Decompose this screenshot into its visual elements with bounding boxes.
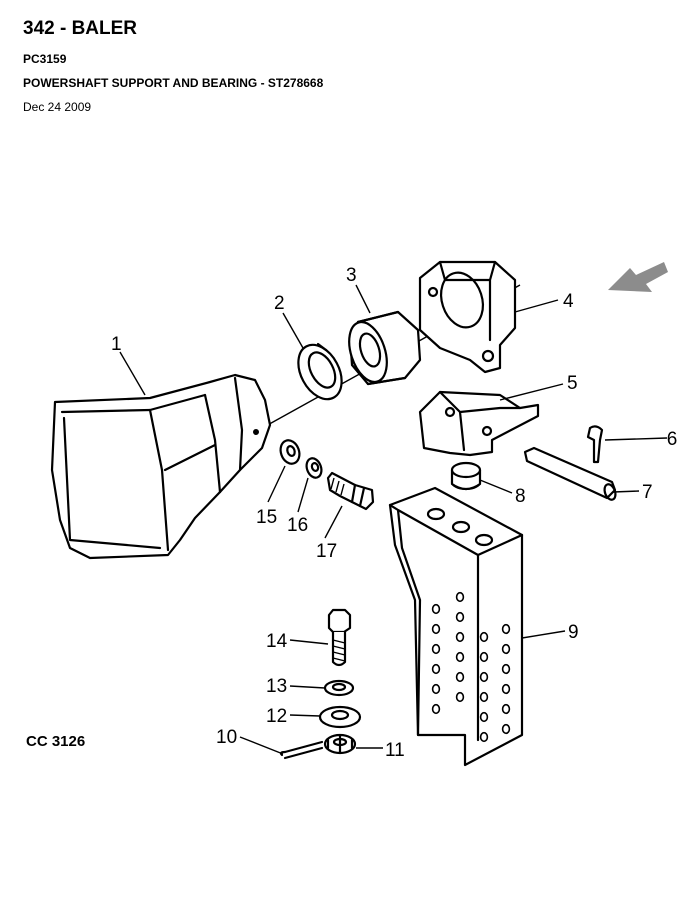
drawing-number: CC 3126 [26, 733, 85, 750]
part-5-bracket [418, 390, 540, 457]
callout-11: 11 [385, 740, 405, 761]
assembly-title: POWERSHAFT SUPPORT AND BEARING - ST27866… [23, 76, 324, 90]
callout-5: 5 [567, 373, 578, 394]
callout-3: 3 [346, 265, 357, 286]
callout-13: 13 [266, 676, 287, 697]
part-3-bearing [348, 310, 422, 386]
part-10-cotter-pin [279, 740, 324, 760]
date-label: Dec 24 2009 [23, 100, 92, 114]
leader-lines [119, 284, 668, 755]
part-17-bolt [326, 471, 375, 511]
direction-arrow-icon [608, 262, 668, 292]
callout-8: 8 [515, 486, 526, 507]
part-13-washer [323, 679, 355, 697]
part-1-shield [50, 373, 272, 560]
part-16-lock-washer [305, 457, 323, 479]
callout-17: 17 [316, 541, 337, 562]
part-code: PC3159 [23, 52, 67, 66]
part-4-bearing-housing [418, 260, 517, 374]
part-12-large-washer [318, 705, 362, 729]
part-15-washer [279, 439, 301, 465]
callout-12: 12 [266, 706, 287, 727]
callout-9: 9 [568, 622, 579, 643]
part-2-snap-ring [297, 342, 343, 401]
part-8-spacer [450, 461, 482, 491]
part-7-pin [523, 446, 617, 501]
part-9-support-bracket [388, 486, 524, 767]
callout-1: 1 [111, 334, 122, 355]
callout-4: 4 [563, 291, 574, 312]
part-11-castle-nut [323, 733, 357, 755]
part-6-pin-clip [586, 425, 604, 464]
part-14-bolt [327, 608, 352, 667]
callout-15: 15 [256, 507, 277, 528]
callout-14: 14 [266, 631, 288, 652]
callout-16: 16 [287, 515, 308, 536]
callout-6: 6 [667, 429, 678, 450]
callout-7: 7 [642, 482, 653, 503]
callout-2: 2 [274, 293, 285, 314]
callout-10: 10 [216, 727, 237, 748]
page-title: 342 - BALER [23, 18, 138, 39]
